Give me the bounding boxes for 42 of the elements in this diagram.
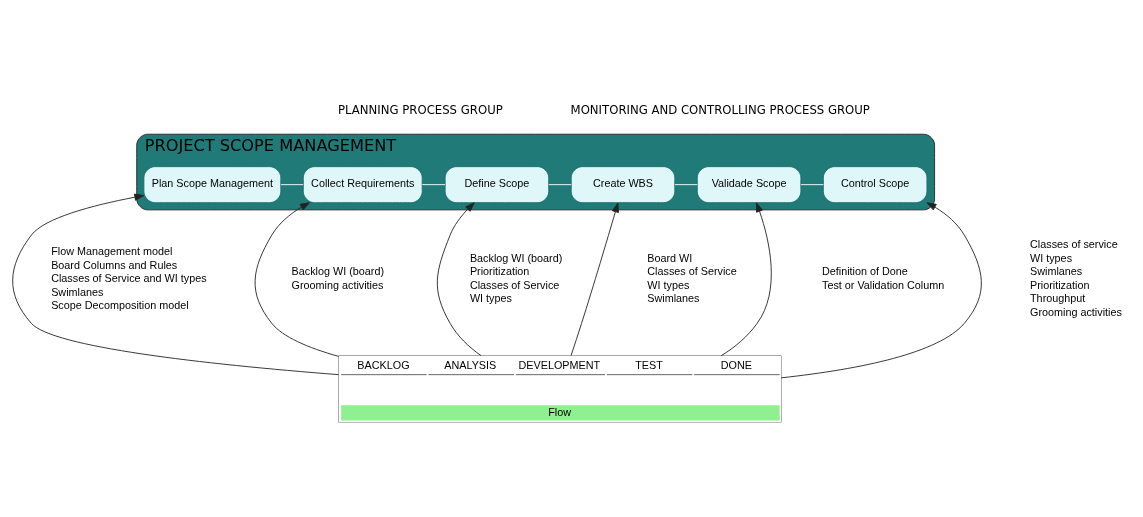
node-label: Throughput (1030, 292, 1086, 305)
node-label: Swimlanes (1030, 265, 1083, 278)
node-label: Grooming activities (1030, 305, 1122, 318)
node-label: WI types (1030, 251, 1073, 264)
node-box: Validade Scope (696, 166, 802, 204)
node-box: Create WBS (570, 166, 676, 204)
node-label: Swimlanes (647, 292, 700, 305)
connector (674, 184, 698, 186)
node-label: Backlog WI (board) (469, 251, 563, 264)
arrow (720, 202, 772, 357)
node-label: Flow Management model (51, 245, 173, 258)
arrow (570, 202, 619, 357)
connector (800, 184, 824, 186)
arrow (780, 202, 982, 379)
node-label: Prioritization (469, 265, 530, 278)
connector (548, 184, 572, 186)
node-label: Swimlanes (51, 285, 104, 298)
node-label: WI types (647, 278, 690, 291)
node-label: Classes of Service (469, 278, 560, 291)
node-label: Scope Decomposition model (51, 299, 189, 312)
node-label: Backlog WI (board) (291, 265, 385, 278)
node-box: Control Scope (822, 166, 928, 204)
node-box: Collect Requirements (302, 166, 423, 204)
node-box: Define Scope (444, 166, 550, 204)
connector (280, 184, 304, 186)
node-label: Board Columns and Rules (51, 258, 178, 271)
node-label: WI types (469, 292, 512, 305)
label: PLANNING PROCESS GROUP (338, 102, 503, 117)
node-label: Definition of Done (822, 265, 908, 278)
node-label: Classes of Service and WI types (51, 272, 207, 285)
node-label: Test or Validation Column (822, 278, 945, 291)
node-label: Prioritization (1030, 278, 1090, 291)
arrow (254, 202, 340, 357)
arrow (436, 202, 482, 357)
label: MONITORING AND CONTROLLING PROCESS GROUP (570, 102, 870, 117)
node-label: Grooming activities (291, 278, 384, 291)
node-box: Plan Scope Management (143, 166, 282, 204)
connector (421, 184, 446, 186)
node-label: Board WI (647, 251, 693, 264)
node-label: Classes of Service (647, 265, 737, 278)
node-label: Classes of service (1030, 238, 1118, 251)
arrow (12, 193, 339, 376)
